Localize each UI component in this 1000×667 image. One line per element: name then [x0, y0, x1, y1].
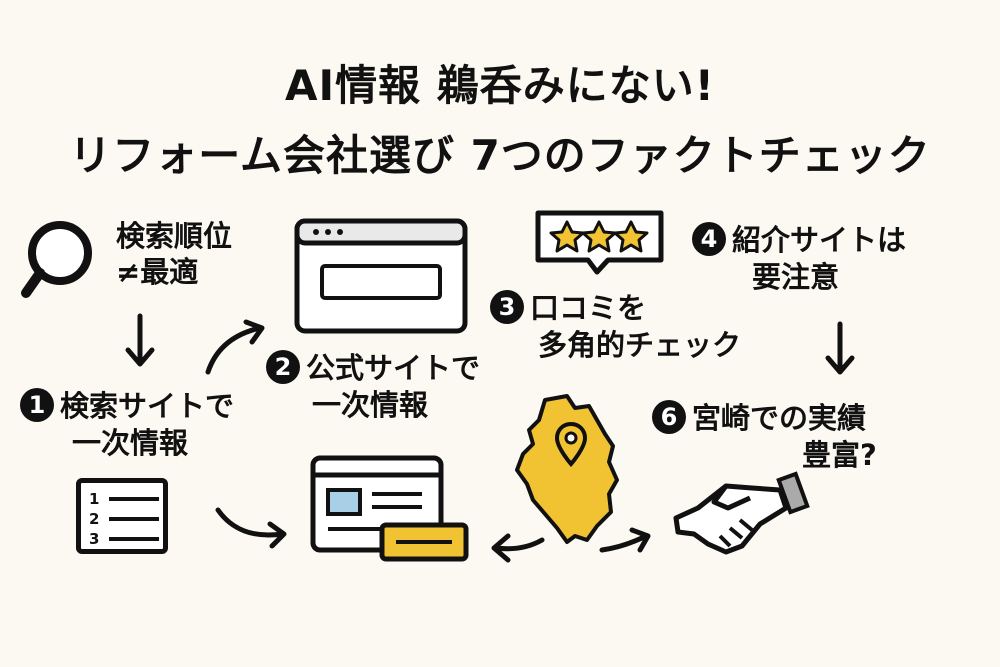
search-rank-line1: 検索順位 [116, 219, 233, 253]
step1-line1: 検索サイトで [60, 389, 235, 423]
step2-line2: 一次情報 [312, 388, 429, 422]
numbered-list-icon: 1 2 3 [76, 478, 168, 554]
list-number-1: 1 [89, 490, 100, 508]
step1-line2: 一次情報 [72, 426, 189, 460]
arrow-list-to-site [215, 507, 287, 549]
handshake-icon [673, 471, 810, 555]
arrow-map-to-handshake [599, 527, 651, 553]
search-rank-text: 検索順位 ≠最適 [116, 218, 232, 291]
step2-line1: 公式サイトで [306, 351, 481, 385]
browser-window-icon [294, 218, 468, 334]
list-number-2: 2 [89, 510, 100, 528]
search-rank-line2: ≠最適 [116, 255, 199, 290]
title-line-1: AI情報 鵜呑みにない! [285, 61, 715, 110]
step3-line2: 多角的チェック [538, 328, 742, 362]
magnifier-icon [21, 221, 92, 298]
step2-number-badge: 2 [266, 350, 300, 384]
miyazaki-map-icon [515, 394, 619, 544]
list-number-3: 3 [89, 530, 100, 548]
step4-line1: 紹介サイトは [732, 223, 907, 257]
step3-number-badge: 3 [490, 290, 524, 324]
step6-number-badge: 6 [652, 400, 686, 434]
step3-line1: 口コミを [530, 291, 647, 325]
arrow-up-right [205, 319, 265, 375]
arrow-down-right [825, 321, 855, 375]
arrow-map-to-site [491, 533, 545, 563]
step6-line1: 宮崎での実績 [692, 401, 867, 435]
step6-line2: 豊富? [802, 438, 877, 472]
arrow-down-left [125, 313, 155, 367]
step4-number-badge: 4 [692, 222, 726, 256]
title-line-2: リフォーム会社選び 7つのファクトチェック [69, 131, 931, 180]
step4-line2: 要注意 [752, 260, 840, 294]
star-rating-icon [535, 210, 664, 275]
step1-number-badge: 1 [20, 388, 54, 422]
website-card-icon [310, 455, 469, 562]
